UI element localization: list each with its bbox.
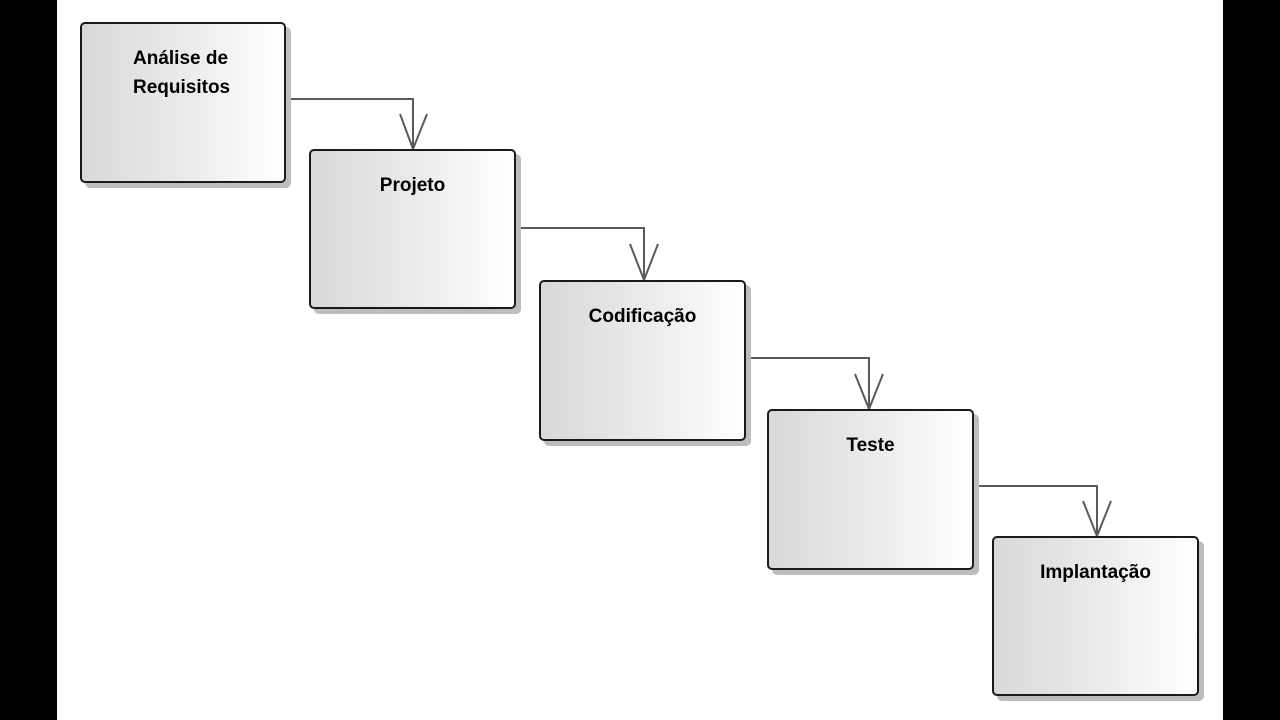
step-label-analise-requisitos: Análise de Requisitos bbox=[133, 48, 231, 98]
step-label-codificacao: Codificação bbox=[588, 306, 697, 327]
step-box-teste: Teste bbox=[767, 409, 974, 570]
step-box-analise-requisitos: Análise de Requisitos bbox=[80, 22, 286, 183]
step-box-projeto: Projeto bbox=[309, 149, 516, 309]
step-box-codificacao: Codificação bbox=[539, 280, 746, 441]
step-box-implantacao: Implantação bbox=[992, 536, 1199, 696]
step-label-implantacao: Implantação bbox=[1040, 562, 1151, 583]
step-label-teste: Teste bbox=[846, 435, 895, 456]
step-label-projeto: Projeto bbox=[379, 175, 446, 196]
